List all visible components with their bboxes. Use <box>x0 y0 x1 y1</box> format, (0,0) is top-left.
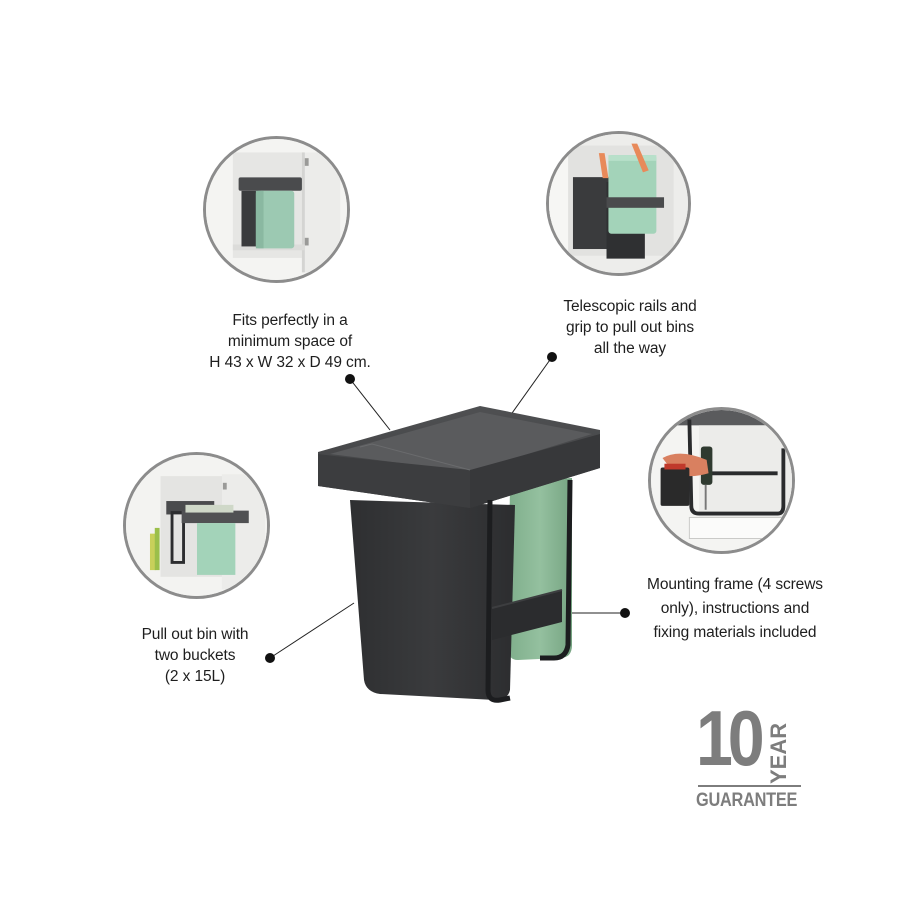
caption-telescopic: Telescopic rails and grip to pull out bi… <box>530 296 730 359</box>
caption-mounting: Mounting frame (4 screws only), instruct… <box>632 573 838 645</box>
caption-line: minimum space of <box>227 333 353 350</box>
guarantee-unit: YEAR <box>766 722 791 784</box>
guarantee-badge: 10 YEAR GUARANTEE <box>696 698 806 818</box>
dot-mounting <box>620 608 630 618</box>
inset-pulled-out-bin <box>123 452 270 599</box>
caption-line: fixing materials included <box>653 624 817 641</box>
inset-bin-in-cabinet <box>203 136 350 283</box>
caption-line: Mounting frame (4 screws <box>647 576 823 593</box>
caption-dimensions: Fits perfectly in a minimum space of H 4… <box>190 310 390 373</box>
caption-line: Fits perfectly in a <box>232 312 348 329</box>
caption-line: Pull out bin with <box>141 626 249 643</box>
mounting-with-drill-image <box>651 410 792 551</box>
caption-line: H 43 x W 32 x D 49 cm. <box>209 354 371 371</box>
guarantee-label: GUARANTEE <box>696 790 798 811</box>
caption-line: Telescopic rails and <box>563 298 697 315</box>
dot-dimensions <box>345 374 355 384</box>
caption-line: (2 x 15L) <box>164 668 226 685</box>
guarantee-divider <box>698 785 801 787</box>
caption-line: grip to pull out bins <box>565 319 694 336</box>
lifting-bucket-image <box>549 134 688 273</box>
product-bin-image <box>300 390 620 720</box>
caption-line: all the way <box>593 340 667 357</box>
pull-out-bin-illustration <box>318 406 600 703</box>
caption-line: two buckets <box>154 647 236 664</box>
inset-mounting-with-drill <box>648 407 795 554</box>
caption-line: only), instructions and <box>660 600 810 617</box>
guarantee-number: 10 <box>696 694 765 782</box>
pulled-out-bin-image <box>126 455 267 596</box>
caption-buckets: Pull out bin with two buckets (2 x 15L) <box>120 624 270 687</box>
bin-in-cabinet-image <box>206 139 347 280</box>
inset-lifting-bucket <box>546 131 691 276</box>
